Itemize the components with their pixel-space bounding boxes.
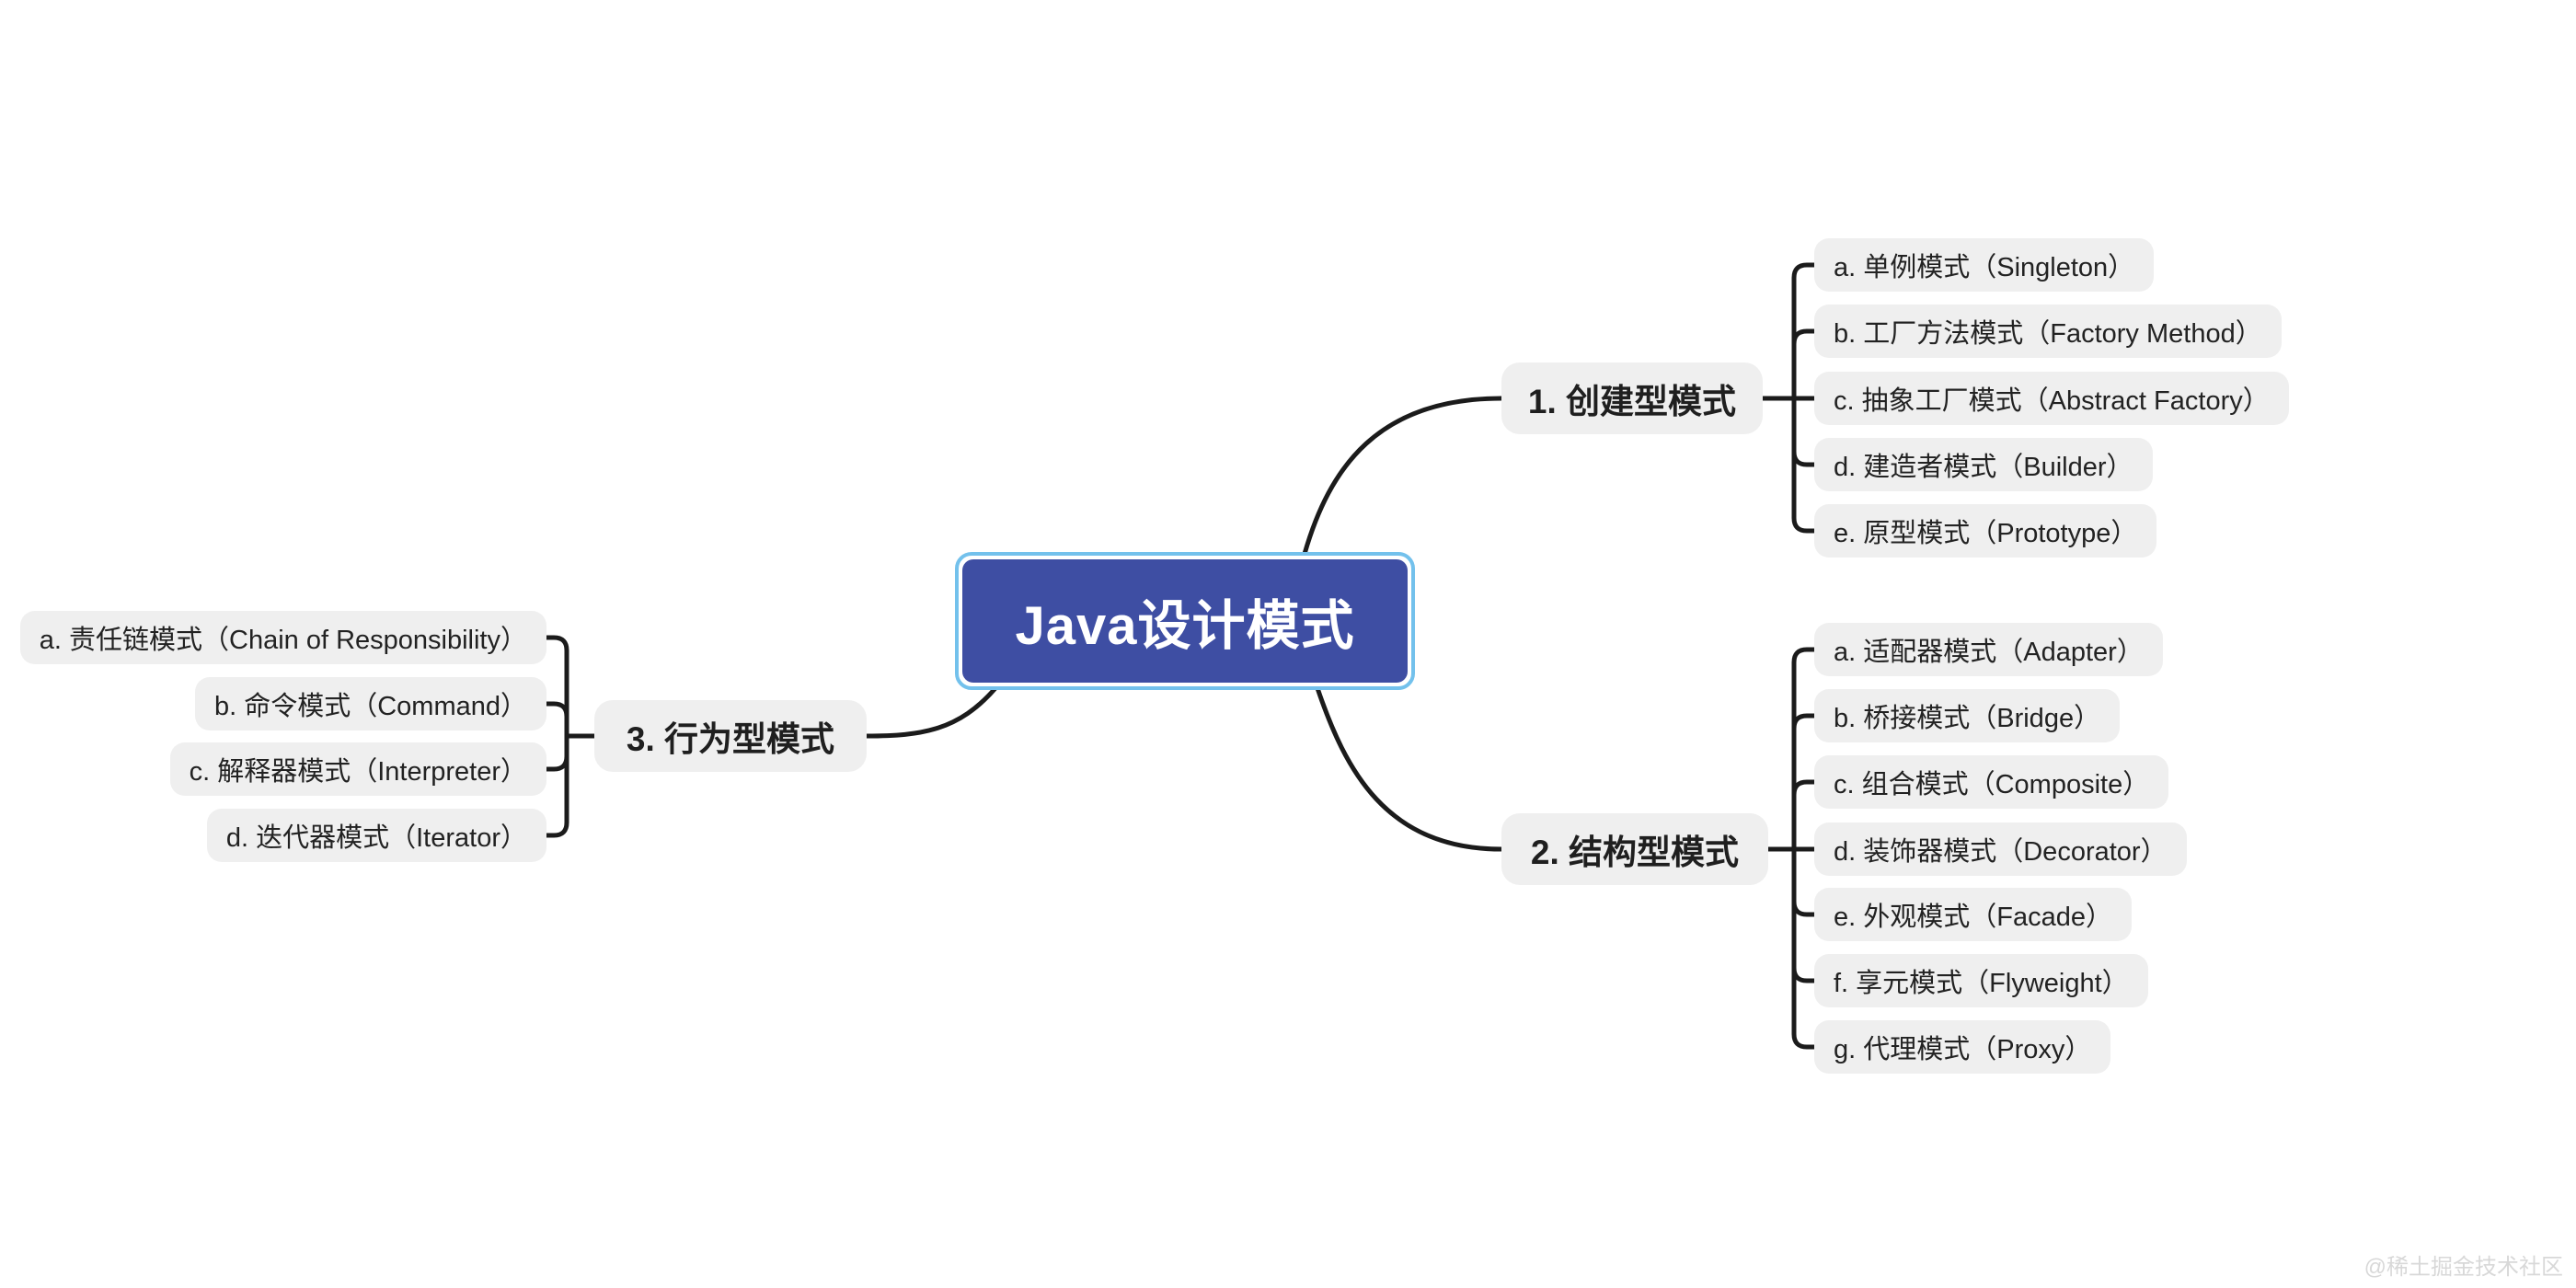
- edge-branch3-child-a: [544, 635, 569, 739]
- child-node-prototype[interactable]: e. 原型模式（Prototype）: [1814, 504, 2157, 558]
- child-node-interpreter[interactable]: c. 解释器模式（Interpreter）: [169, 742, 546, 796]
- edge-branch3-child-c: [544, 733, 569, 772]
- child-node-singleton[interactable]: a. 单例模式（Singleton）: [1814, 238, 2155, 292]
- branch-node-behavioral[interactable]: 3. 行为型模式: [594, 700, 867, 772]
- edge-branch1-child-b: [1791, 328, 1817, 401]
- child-node-adapter[interactable]: a. 适配器模式（Adapter）: [1814, 623, 2163, 676]
- child-node-proxy[interactable]: g. 代理模式（Proxy）: [1814, 1020, 2111, 1074]
- edge-branch2-child-e: [1791, 846, 1817, 917]
- child-node-iterator[interactable]: d. 迭代器模式（Iterator）: [206, 809, 546, 862]
- child-node-facade[interactable]: e. 外观模式（Facade）: [1814, 888, 2132, 941]
- child-node-decorator[interactable]: d. 装饰器模式（Decorator）: [1814, 822, 2187, 876]
- edge-root-branch2: [1315, 685, 1504, 852]
- watermark: @稀土掘金技术社区: [2363, 1255, 2563, 1280]
- root-node[interactable]: Java设计模式: [955, 552, 1415, 690]
- edge-branch3-child-d: [544, 733, 569, 838]
- root-node-label: Java设计模式: [962, 559, 1408, 683]
- edge-branch2-child-g: [1791, 846, 1817, 1050]
- branch-node-structural[interactable]: 2. 结构型模式: [1501, 813, 1768, 885]
- edge-branch2-child-a: [1791, 647, 1817, 852]
- edge-branch1-child-d: [1791, 396, 1817, 467]
- child-node-bridge[interactable]: b. 桥接模式（Bridge）: [1814, 689, 2121, 742]
- child-node-chain-of-responsibility[interactable]: a. 责任链模式（Chain of Responsibility）: [19, 611, 546, 664]
- edge-branch1-child-a: [1791, 262, 1817, 401]
- child-node-builder[interactable]: d. 建造者模式（Builder）: [1814, 438, 2153, 491]
- edge-branch1-child-e: [1791, 396, 1817, 534]
- branch-node-creational[interactable]: 1. 创建型模式: [1501, 362, 1763, 434]
- edge-root-branch3: [864, 685, 998, 739]
- child-node-command[interactable]: b. 命令模式（Command）: [194, 677, 546, 730]
- child-node-abstract-factory[interactable]: c. 抽象工厂模式（Abstract Factory）: [1814, 372, 2289, 425]
- child-node-composite[interactable]: c. 组合模式（Composite）: [1814, 755, 2169, 809]
- edge-branch2-child-c: [1791, 779, 1817, 852]
- edge-root-branch1: [1302, 396, 1504, 557]
- edge-branch2-child-b: [1791, 713, 1817, 852]
- edge-branch3-child-b: [544, 701, 569, 739]
- child-node-factory-method[interactable]: b. 工厂方法模式（Factory Method）: [1814, 305, 2282, 358]
- child-node-flyweight[interactable]: f. 享元模式（Flyweight）: [1814, 954, 2148, 1007]
